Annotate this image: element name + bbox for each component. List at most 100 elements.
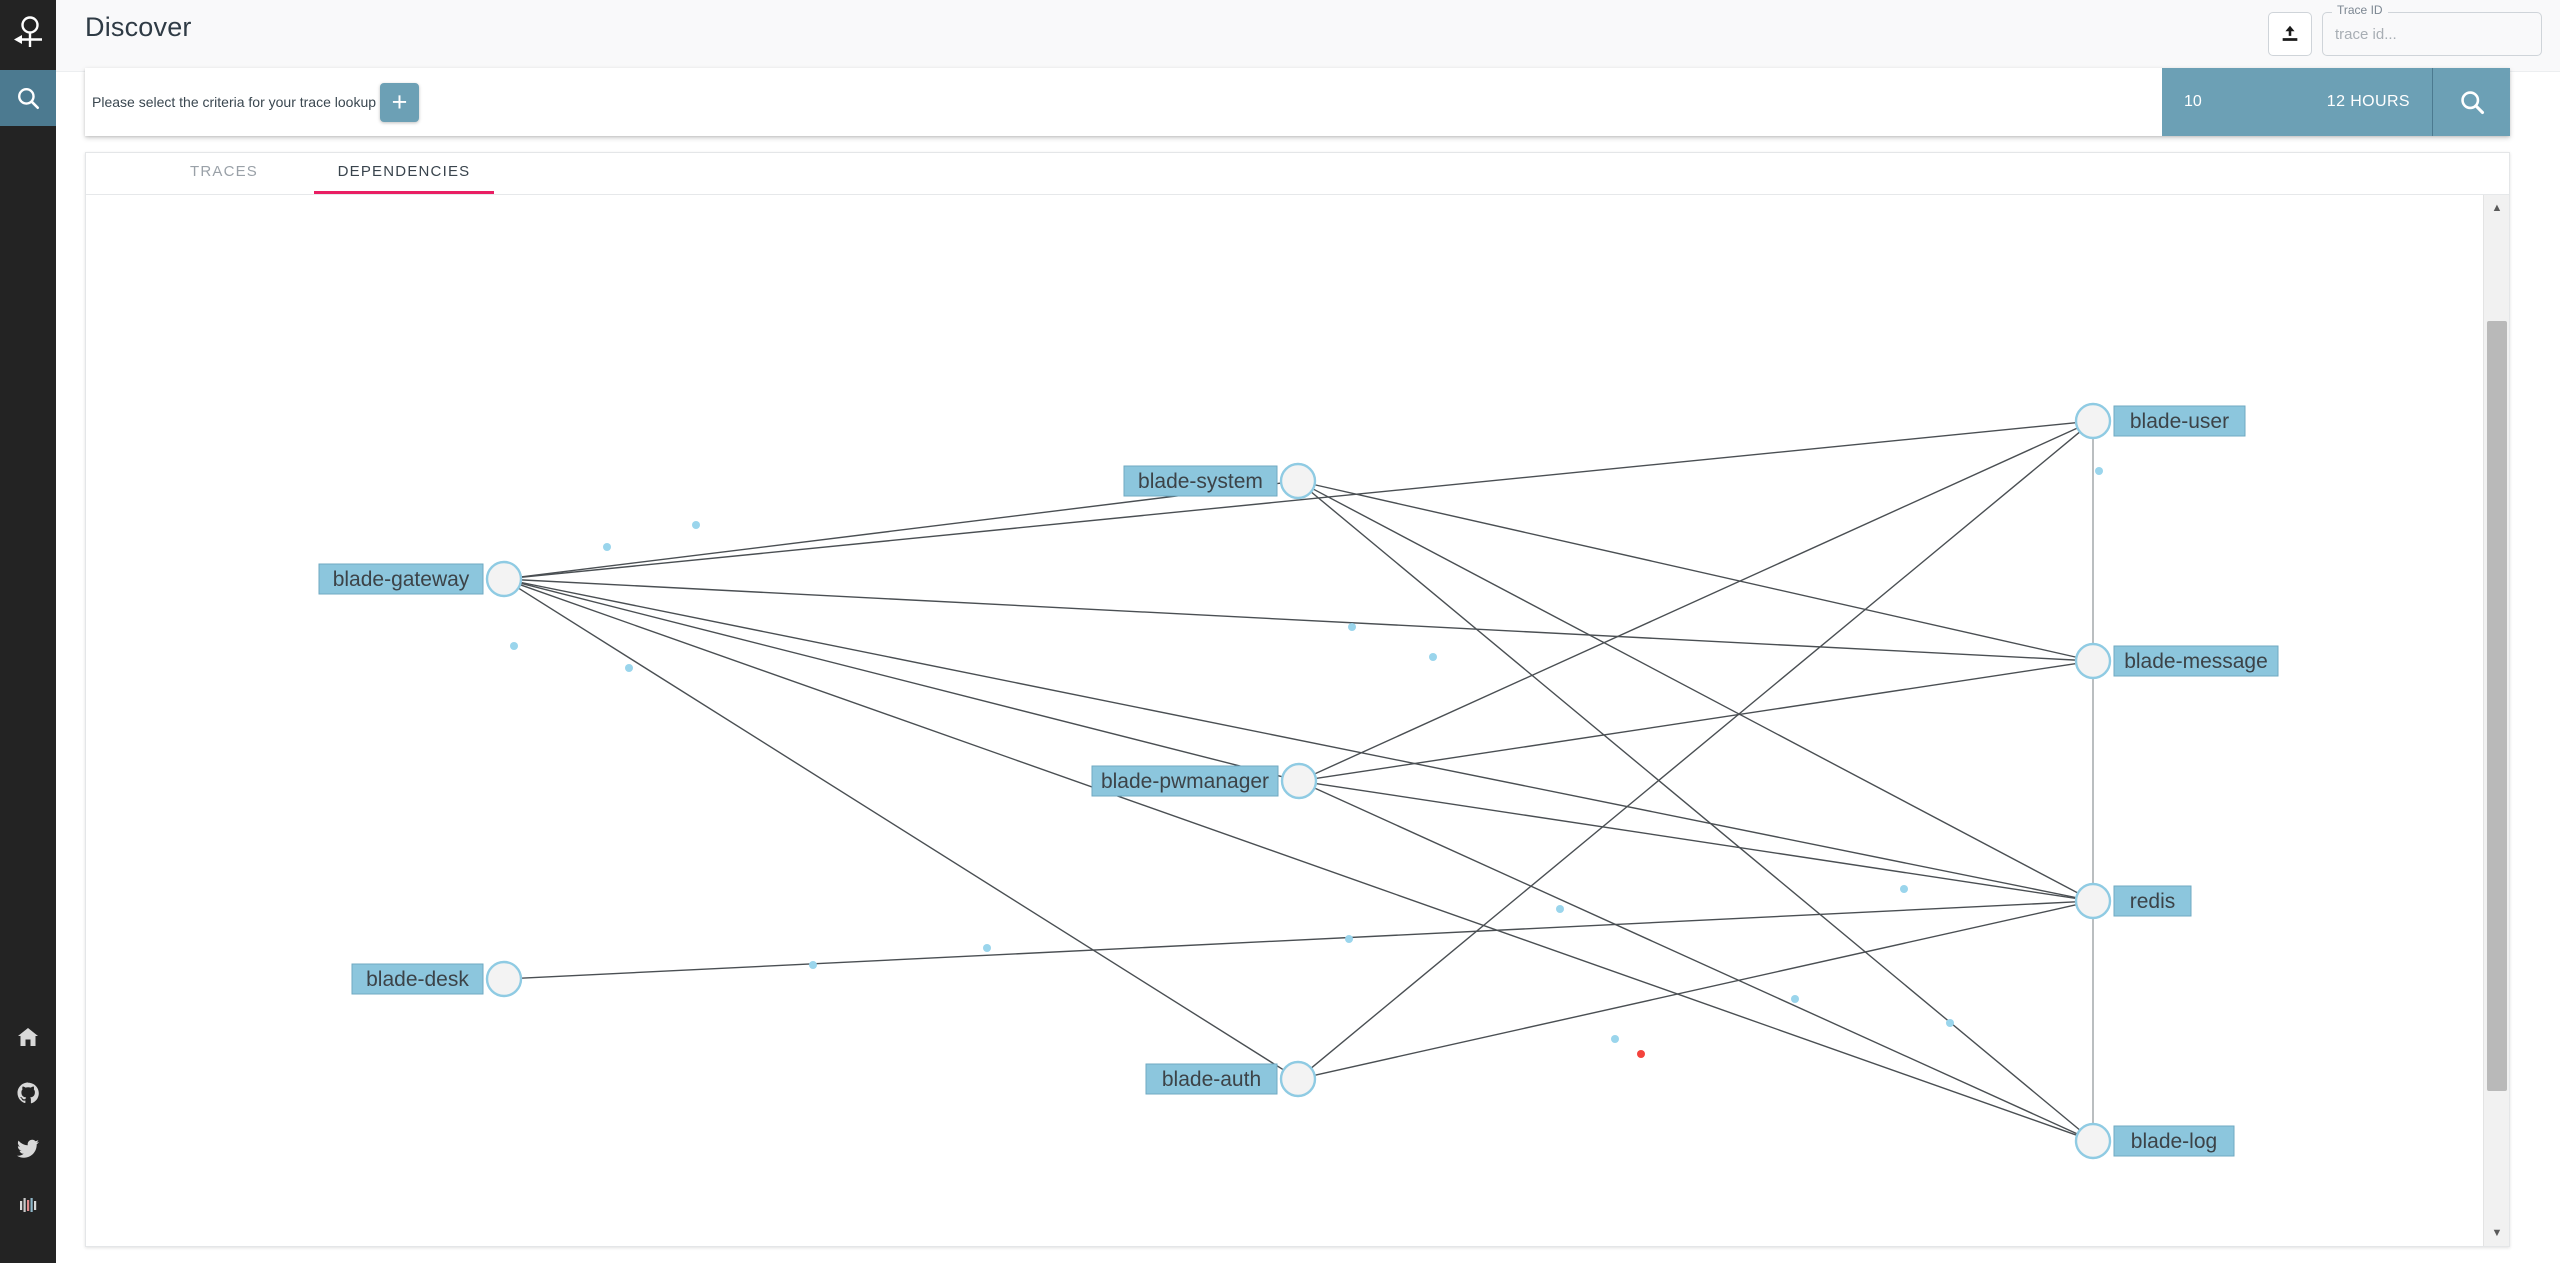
traffic-particle — [1611, 1035, 1619, 1043]
node-label-text: blade-system — [1138, 470, 1263, 493]
criteria-hint: Please select the criteria for your trac… — [92, 94, 377, 110]
node-label-box[interactable] — [2113, 645, 2279, 677]
graph-particles — [510, 467, 2103, 1058]
graph-node[interactable]: blade-pwmanager — [1091, 762, 1318, 800]
graph-node[interactable]: blade-message — [2074, 642, 2279, 680]
graph-edge[interactable] — [1315, 662, 2077, 780]
graph-node[interactable]: blade-gateway — [318, 560, 523, 598]
graph-edge[interactable] — [520, 421, 2077, 579]
node-label-box[interactable] — [2113, 1125, 2235, 1157]
node-label-text: blade-desk — [366, 968, 469, 991]
home-icon — [18, 1028, 38, 1046]
header-actions: Trace ID — [2268, 3, 2542, 56]
node-label-box[interactable] — [2113, 405, 2246, 437]
graph-scrollbar[interactable]: ▲ ▼ — [2483, 195, 2509, 1246]
graph-node[interactable]: redis — [2074, 882, 2192, 920]
traffic-particle — [983, 944, 991, 952]
results-panel: TRACES DEPENDENCIES blade-gateway blade-s… — [85, 152, 2510, 1247]
criteria-zone[interactable]: Please select the criteria for your trac… — [85, 68, 2162, 136]
graph-edge[interactable] — [1314, 484, 2077, 658]
traffic-particle — [1946, 1019, 1954, 1027]
graph-edge[interactable] — [1314, 904, 2077, 1076]
graph-nodes: blade-gateway blade-system blade-pwmanager… — [318, 402, 2279, 1160]
node-circle[interactable] — [2074, 402, 2112, 440]
sidebar-link-github[interactable] — [0, 1065, 56, 1121]
page-title: Discover — [85, 12, 192, 42]
limit-value[interactable]: 10 — [2184, 93, 2202, 110]
traffic-particle — [1345, 935, 1353, 943]
node-label-box[interactable] — [1091, 765, 1279, 797]
node-circle[interactable] — [485, 960, 523, 998]
scroll-thumb[interactable] — [2487, 321, 2507, 1091]
search-bar: Please select the criteria for your trac… — [85, 68, 2510, 136]
github-icon — [17, 1082, 39, 1104]
upload-json-button[interactable] — [2268, 12, 2312, 56]
node-circle[interactable] — [2074, 642, 2112, 680]
trace-id-legend: Trace ID — [2332, 3, 2388, 17]
search-icon — [2460, 91, 2484, 115]
dependency-graph-svg[interactable]: blade-gateway blade-system blade-pwmanager… — [86, 195, 2510, 1246]
graph-node[interactable]: blade-log — [2074, 1122, 2235, 1160]
traffic-particle — [1791, 995, 1799, 1003]
traffic-particle — [2095, 467, 2103, 475]
node-label-box[interactable] — [2113, 885, 2192, 917]
trace-id-input[interactable] — [2322, 12, 2542, 56]
node-circle[interactable] — [1279, 1060, 1317, 1098]
error-particle — [1637, 1050, 1645, 1058]
traffic-particle — [1429, 653, 1437, 661]
tab-dependencies[interactable]: DEPENDENCIES — [314, 153, 494, 194]
graph-edge[interactable] — [520, 579, 2077, 661]
sidebar-link-home[interactable] — [0, 1009, 56, 1065]
graph-edge[interactable] — [519, 584, 2078, 1136]
left-rail — [0, 0, 56, 1263]
node-circle[interactable] — [1279, 462, 1317, 500]
sidebar-item-discover[interactable] — [0, 70, 56, 126]
graph-edge[interactable] — [1314, 787, 2078, 1135]
graph-edge[interactable] — [1310, 491, 2081, 1131]
tab-traces[interactable]: TRACES — [189, 163, 259, 180]
graph-edge[interactable] — [1310, 431, 2081, 1069]
traffic-particle — [1900, 885, 1908, 893]
zipkin-bars-icon — [20, 1198, 37, 1212]
node-circle[interactable] — [485, 560, 523, 598]
zipkin-logo-icon[interactable] — [0, 0, 56, 70]
trace-id-field: Trace ID — [2322, 3, 2542, 56]
lookback-value[interactable]: 12 HOURS — [2326, 93, 2410, 110]
lookback-zone: 10 12 HOURS — [2162, 68, 2510, 136]
scroll-down-button[interactable]: ▼ — [2491, 1227, 2503, 1239]
graph-node[interactable]: blade-system — [1123, 462, 1317, 500]
node-label-box[interactable] — [351, 963, 484, 995]
graph-edge[interactable] — [520, 582, 1283, 778]
graph-edge[interactable] — [520, 482, 1282, 578]
graph-edge[interactable] — [520, 581, 2077, 899]
add-criteria-button[interactable]: + — [380, 82, 420, 122]
upload-icon — [2282, 25, 2298, 41]
sidebar-link-twitter[interactable] — [0, 1121, 56, 1177]
node-circle[interactable] — [1280, 762, 1318, 800]
run-search-button[interactable] — [2432, 68, 2510, 136]
node-label-box[interactable] — [1123, 465, 1278, 497]
traffic-particle — [510, 642, 518, 650]
graph-node[interactable]: blade-auth — [1145, 1060, 1317, 1098]
graph-edge[interactable] — [1312, 488, 2079, 894]
graph-edge[interactable] — [1315, 782, 2077, 900]
graph-edge[interactable] — [520, 901, 2077, 979]
traffic-particle — [692, 521, 700, 529]
graph-edge[interactable] — [1314, 427, 2078, 775]
twitter-icon — [17, 1139, 39, 1158]
sidebar-link-zipkin[interactable] — [0, 1177, 56, 1233]
graph-node[interactable]: blade-desk — [351, 960, 523, 998]
dependency-graph[interactable]: blade-gateway blade-system blade-pwmanager… — [86, 195, 2510, 1246]
node-circle[interactable] — [2074, 1122, 2112, 1160]
node-label-box[interactable] — [1145, 1063, 1278, 1095]
node-circle[interactable] — [2074, 882, 2112, 920]
search-icon — [18, 88, 40, 110]
scroll-up-button[interactable]: ▲ — [2491, 202, 2503, 214]
graph-edge[interactable] — [518, 587, 1284, 1071]
traffic-particle — [809, 961, 817, 969]
graph-node[interactable]: blade-user — [2074, 402, 2246, 440]
node-label-box[interactable] — [318, 563, 484, 595]
node-label-text: blade-gateway — [333, 568, 470, 591]
node-label-text: blade-message — [2124, 650, 2268, 673]
